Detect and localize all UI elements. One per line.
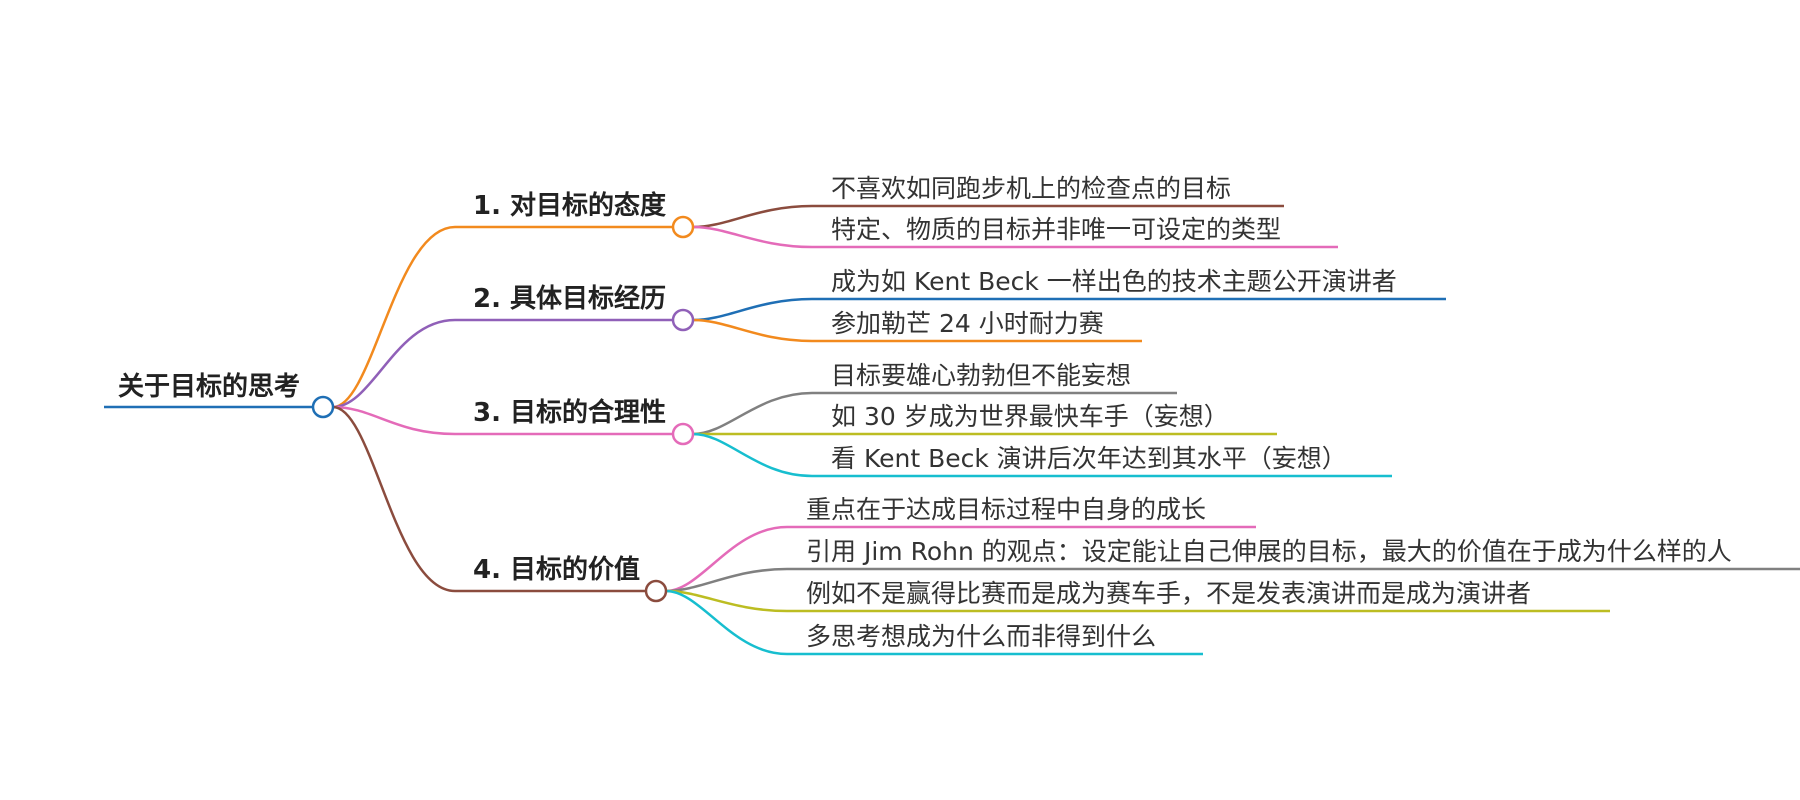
leaf-connector bbox=[665, 525, 788, 593]
branch-node-circle[interactable] bbox=[671, 422, 695, 446]
leaf-topic-label: 例如不是赢得比赛而是成为赛车手，不是发表演讲而是成为演讲者 bbox=[806, 579, 1531, 608]
leaf-topic-label: 特定、物质的目标并非唯一可设定的类型 bbox=[831, 215, 1281, 244]
leaf-topic-label: 引用 Jim Rohn 的观点：设定能让自己伸展的目标，最大的价值在于成为什么样… bbox=[806, 537, 1732, 566]
branch-node-circle[interactable] bbox=[671, 215, 695, 239]
branch-connector bbox=[332, 405, 456, 436]
leaf-connector bbox=[692, 297, 813, 322]
underline-layer bbox=[104, 204, 1800, 656]
connector-layer bbox=[332, 204, 813, 656]
branch-connector bbox=[332, 405, 456, 593]
branch-topic-label: 2. 具体目标经历 bbox=[473, 283, 666, 314]
leaf-connector bbox=[665, 567, 788, 593]
root-topic-label: 关于目标的思考 bbox=[118, 371, 300, 402]
leaf-topic-label: 目标要雄心勃勃但不能妄想 bbox=[831, 361, 1131, 390]
label-layer: 关于目标的思考 1. 对目标的态度 不喜欢如同跑步机上的检查点的目标特定、物质的目标… bbox=[118, 174, 1732, 651]
leaf-connector bbox=[665, 589, 788, 656]
leaf-connector bbox=[692, 318, 813, 343]
branch-topic-label: 3. 目标的合理性 bbox=[473, 397, 666, 428]
leaf-topic-label: 重点在于达成目标过程中自身的成长 bbox=[806, 495, 1206, 524]
root-node-circle[interactable] bbox=[311, 395, 335, 419]
branch-topic-label: 4. 目标的价值 bbox=[473, 554, 640, 585]
leaf-topic-label: 如 30 岁成为世界最快车手（妄想） bbox=[831, 402, 1229, 431]
node-layer bbox=[311, 215, 695, 603]
branch-topic-label: 1. 对目标的态度 bbox=[473, 190, 666, 221]
leaf-connector bbox=[665, 589, 788, 613]
branch-node-circle[interactable] bbox=[671, 308, 695, 332]
leaf-topic-label: 参加勒芒 24 小时耐力赛 bbox=[831, 309, 1104, 338]
branch-connector bbox=[332, 225, 456, 409]
leaf-topic-label: 多思考想成为什么而非得到什么 bbox=[806, 622, 1156, 651]
branch-connector bbox=[332, 318, 456, 409]
branch-node-circle[interactable] bbox=[644, 579, 668, 603]
leaf-topic-label: 成为如 Kent Beck 一样出色的技术主题公开演讲者 bbox=[831, 267, 1397, 296]
leaf-topic-label: 看 Kent Beck 演讲后次年达到其水平（妄想） bbox=[831, 444, 1347, 473]
leaf-connector bbox=[692, 391, 813, 436]
leaf-topic-label: 不喜欢如同跑步机上的检查点的目标 bbox=[831, 174, 1231, 203]
leaf-connector bbox=[692, 432, 813, 478]
leaf-connector bbox=[692, 225, 813, 249]
leaf-connector bbox=[692, 204, 813, 229]
